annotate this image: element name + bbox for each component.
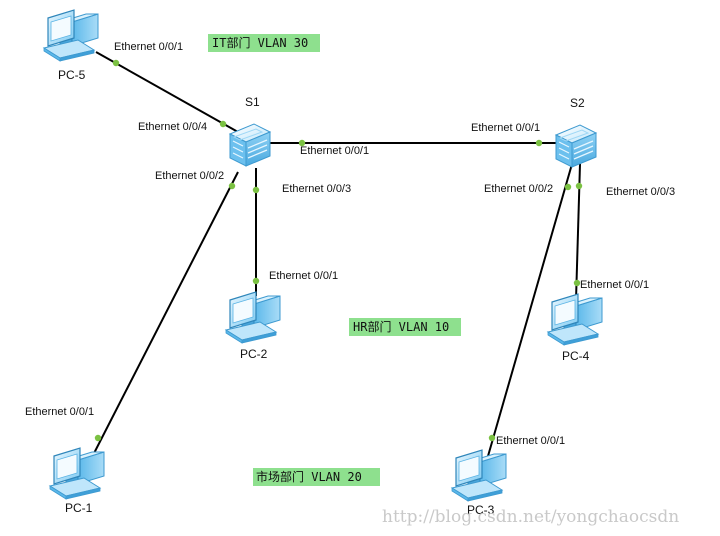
port-dot-s1-e002: [228, 182, 236, 190]
port-dot-s2-e001: [535, 139, 543, 147]
port-label-s1-e001: Ethernet 0/0/1: [300, 145, 369, 157]
pc4-label: PC-4: [562, 349, 590, 363]
link-s2-pc3: [483, 163, 573, 471]
vlan-label-market-text: 市场部门 VLAN 20: [256, 469, 362, 484]
port-dot-s1-e004: [219, 120, 227, 128]
port-dot-s1-e003: [252, 186, 260, 194]
pc3-icon[interactable]: [451, 449, 507, 502]
port-label-pc3-e001: Ethernet 0/0/1: [496, 435, 565, 447]
port-dot-pc3: [488, 434, 496, 442]
port-dot-s1-e001: [298, 139, 306, 147]
pc5-label: PC-5: [58, 68, 86, 82]
port-label-pc4-e001: Ethernet 0/0/1: [580, 279, 649, 291]
s2-switch-icon[interactable]: [555, 124, 597, 168]
pc3-label: PC-3: [467, 503, 495, 517]
pc1-label: PC-1: [65, 501, 93, 515]
port-label-pc5-e001: Ethernet 0/0/1: [114, 41, 183, 53]
port-label-pc1-e001: Ethernet 0/0/1: [25, 406, 94, 418]
s1-label: S1: [245, 95, 260, 109]
s2-label: S2: [570, 96, 585, 110]
watermark: http://blog.csdn.net/yongchaocsdn: [382, 507, 679, 527]
port-dot-pc2: [252, 277, 260, 285]
port-dot-pc5: [112, 59, 120, 67]
port-dots: [94, 59, 583, 442]
pc2-icon[interactable]: [225, 291, 281, 344]
port-label-s1-e004: Ethernet 0/0/4: [138, 121, 207, 133]
port-label-pc2-e001: Ethernet 0/0/1: [269, 270, 338, 282]
port-label-s2-e003: Ethernet 0/0/3: [606, 186, 675, 198]
port-label-s2-e001: Ethernet 0/0/1: [471, 122, 540, 134]
vlan-label-hr-text: HR部门 VLAN 10: [353, 319, 449, 334]
pc1-icon[interactable]: [49, 447, 105, 500]
links: [87, 51, 581, 471]
vlan-label-it: IT部门 VLAN 30: [208, 34, 320, 52]
link-pc5-s1: [95, 51, 239, 133]
pc2-label: PC-2: [240, 347, 268, 361]
vlan-label-market: 市场部门 VLAN 20: [253, 468, 380, 486]
vlan-label-it-text: IT部门 VLAN 30: [212, 35, 308, 50]
port-dot-s2-e002: [564, 183, 572, 191]
port-dot-pc1: [94, 434, 102, 442]
port-label-s2-e002: Ethernet 0/0/2: [484, 183, 553, 195]
link-s1-pc1: [87, 171, 239, 466]
port-dot-pc4: [573, 279, 581, 287]
pc5-icon[interactable]: [43, 9, 99, 62]
port-label-s1-e002: Ethernet 0/0/2: [155, 170, 224, 182]
port-label-s1-e003: Ethernet 0/0/3: [282, 183, 351, 195]
vlan-label-hr: HR部门 VLAN 10: [349, 318, 461, 336]
pc4-icon[interactable]: [547, 293, 603, 346]
port-dot-s2-e003: [575, 182, 583, 190]
